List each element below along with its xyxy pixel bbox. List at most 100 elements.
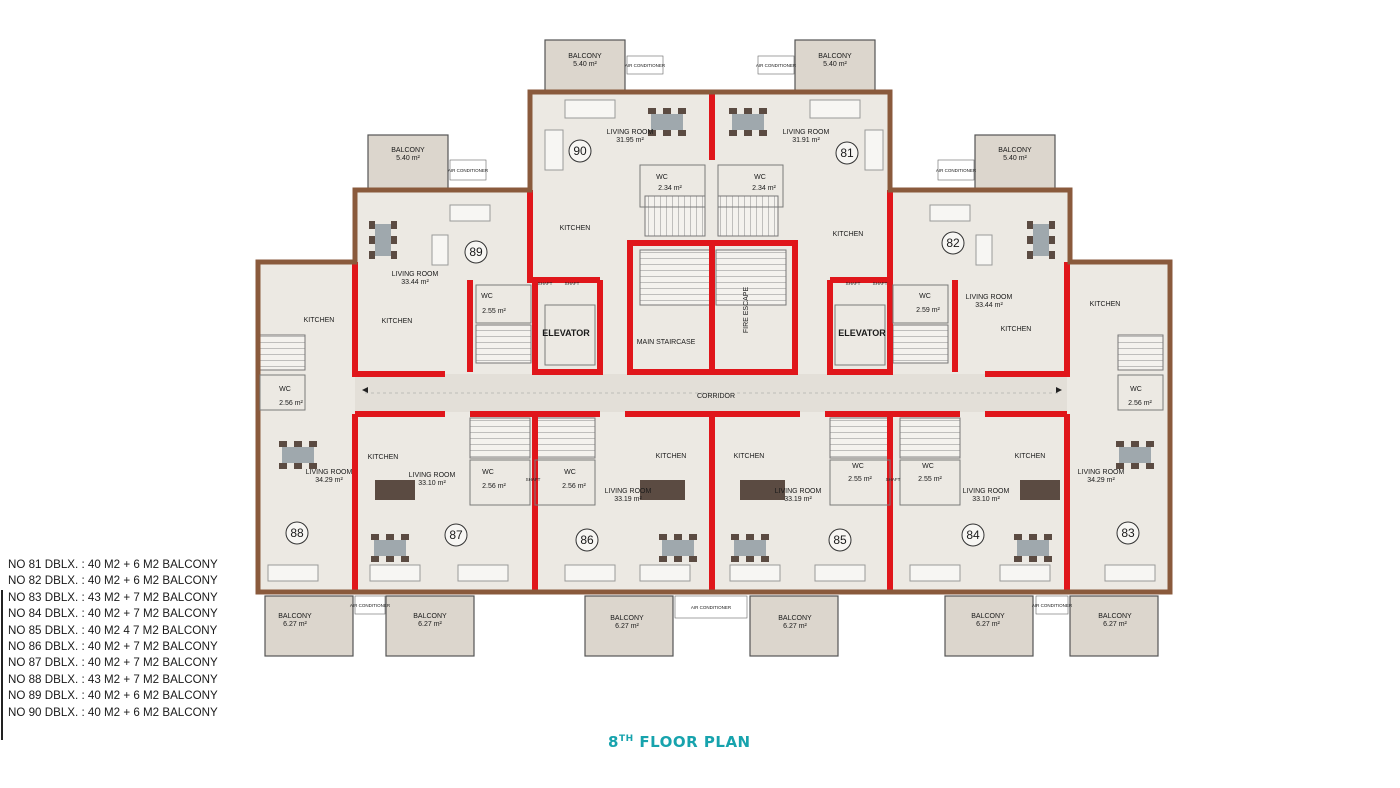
air-conditioner-labels: AIR CONDITIONER AIR CONDITIONER AIR COND… [350,55,1073,619]
wc-area-85: 2.55 m² [848,476,872,483]
living-room-label: LIVING ROOM [392,271,439,278]
living-room-label: LIVING ROOM [306,469,353,476]
living-room-area-84: 33.10 m² [972,496,1000,503]
balcony-area: 6.27 m² [615,623,639,630]
air-conditioner-label: AIR CONDITIONER [756,63,797,68]
balcony-area: 6.27 m² [976,621,1000,628]
kitchen-label: KITCHEN [1015,453,1046,460]
wc-area-88: 2.56 m² [279,400,303,407]
wc-label: WC [852,463,864,470]
air-conditioner-label: AIR CONDITIONER [936,168,977,173]
kitchen-label: KITCHEN [1001,326,1032,333]
unit-number-87: 87 [449,528,463,542]
balcony-89 [368,135,448,190]
kitchen-label: KITCHEN [382,318,413,325]
floor-plan-title: 8TH FLOOR PLAN [608,733,751,751]
living-room-area-89: 33.44 m² [401,279,429,286]
legend-row-84: NO 84 DBLX. : 40 M2 + 7 M2 BALCONY [8,607,218,621]
living-room-area-82: 33.44 m² [975,302,1003,309]
balcony-label: BALCONY [778,615,812,622]
floor-plan-title-text: FLOOR PLAN [639,733,751,751]
wc-label: WC [1130,386,1142,393]
wc-area-82: 2.59 m² [916,307,940,314]
living-room-area-85: 33.19 m² [784,496,812,503]
wc-label: WC [754,174,766,181]
furniture [279,108,1154,562]
legend-bar [1,590,3,740]
legend-row-90: NO 90 DBLX. : 40 M2 + 6 M2 BALCONY [8,705,218,719]
balcony-label: BALCONY [998,147,1032,154]
wc-label: WC [279,386,291,393]
balconies [265,40,1158,656]
balcony-label: BALCONY [413,613,447,620]
unit-number-89: 89 [469,245,483,259]
balcony-90 [545,40,625,92]
unit-number-84: 84 [966,528,980,542]
balcony-83 [1070,596,1158,656]
fire-escape-label: FIRE ESCAPE [743,287,750,334]
kitchen-label: KITCHEN [734,453,765,460]
unit-number-86: 86 [580,533,594,547]
living-room-label: LIVING ROOM [607,129,654,136]
wc-area-84: 2.55 m² [918,476,942,483]
kitchen-label: KITCHEN [304,317,335,324]
unit-number-90: 90 [573,144,587,158]
unit-legend: NO 81 DBLX. : 40 M2 + 6 M2 BALCONY NO 82… [8,557,218,721]
shaft-label: SHAFT [886,477,901,482]
elevator-label: ELEVATOR [542,328,590,338]
balcony-area: 5.40 m² [1003,155,1027,162]
living-room-label: LIVING ROOM [1078,469,1125,476]
main-staircase-flight [639,249,711,306]
balcony-area: 5.40 m² [573,61,597,68]
living-room-area-81: 31.91 m² [792,137,820,144]
balcony-area: 5.40 m² [823,61,847,68]
wc-area-83: 2.56 m² [1128,400,1152,407]
living-room-area-90: 31.95 m² [616,137,644,144]
unit-number-85: 85 [833,533,847,547]
balcony-label: BALCONY [818,53,852,60]
wc-area-86: 2.56 m² [562,483,586,490]
living-room-label: LIVING ROOM [783,129,830,136]
living-room-area-87: 33.10 m² [418,480,446,487]
balcony-labels: BALCONY 5.40 m² BALCONY 5.40 m² BALCONY … [278,53,1132,630]
balcony-84 [945,596,1033,656]
corridor-arrows [362,387,1062,393]
unit-number-88: 88 [290,526,304,540]
balcony-81 [795,40,875,92]
living-room-area-83: 34.29 m² [1087,477,1115,484]
kitchen-label: KITCHEN [1090,301,1121,308]
wc-label: WC [482,469,494,476]
corridor-label: CORRIDOR [697,393,735,400]
wc-label: WC [481,293,493,300]
elevator-label: ELEVATOR [838,328,886,338]
stairs [259,195,1164,459]
room-labels: LIVING ROOM 31.95 m² LIVING ROOM 31.91 m… [279,129,1152,503]
wc-label: WC [919,293,931,300]
living-room-label: LIVING ROOM [775,488,822,495]
floor-number-suffix: TH [618,734,634,744]
main-staircase-label: MAIN STAIRCASE [637,339,696,346]
balcony-label: BALCONY [568,53,602,60]
wc-area-87: 2.56 m² [482,483,506,490]
balcony-label: BALCONY [391,147,425,154]
legend-row-87: NO 87 DBLX. : 40 M2 + 7 M2 BALCONY [8,656,218,670]
balcony-label: BALCONY [1098,613,1132,620]
kitchen-label: KITCHEN [833,231,864,238]
legend-row-89: NO 89 DBLX. : 40 M2 + 6 M2 BALCONY [8,689,218,703]
balcony-82 [975,135,1055,190]
air-conditioner-label: AIR CONDITIONER [1032,603,1073,608]
living-room-area-88: 34.29 m² [315,477,343,484]
kitchen-label: KITCHEN [656,453,687,460]
wc-label: WC [656,174,668,181]
fire-escape-flight [715,249,787,306]
balcony-area: 5.40 m² [396,155,420,162]
legend-row-85: NO 85 DBLX. : 40 M2 4 7 M2 BALCONY [8,623,218,637]
wc-area-89: 2.55 m² [482,308,506,315]
living-room-label: LIVING ROOM [409,472,456,479]
apartment-walls [352,92,1070,592]
balcony-label: BALCONY [278,613,312,620]
legend-row-88: NO 88 DBLX. : 43 M2 + 7 M2 BALCONY [8,672,218,686]
legend-row-82: NO 82 DBLX. : 40 M2 + 6 M2 BALCONY [8,574,218,588]
living-room-area-86: 33.19 m² [614,496,642,503]
air-conditioner-label: AIR CONDITIONER [691,605,732,610]
